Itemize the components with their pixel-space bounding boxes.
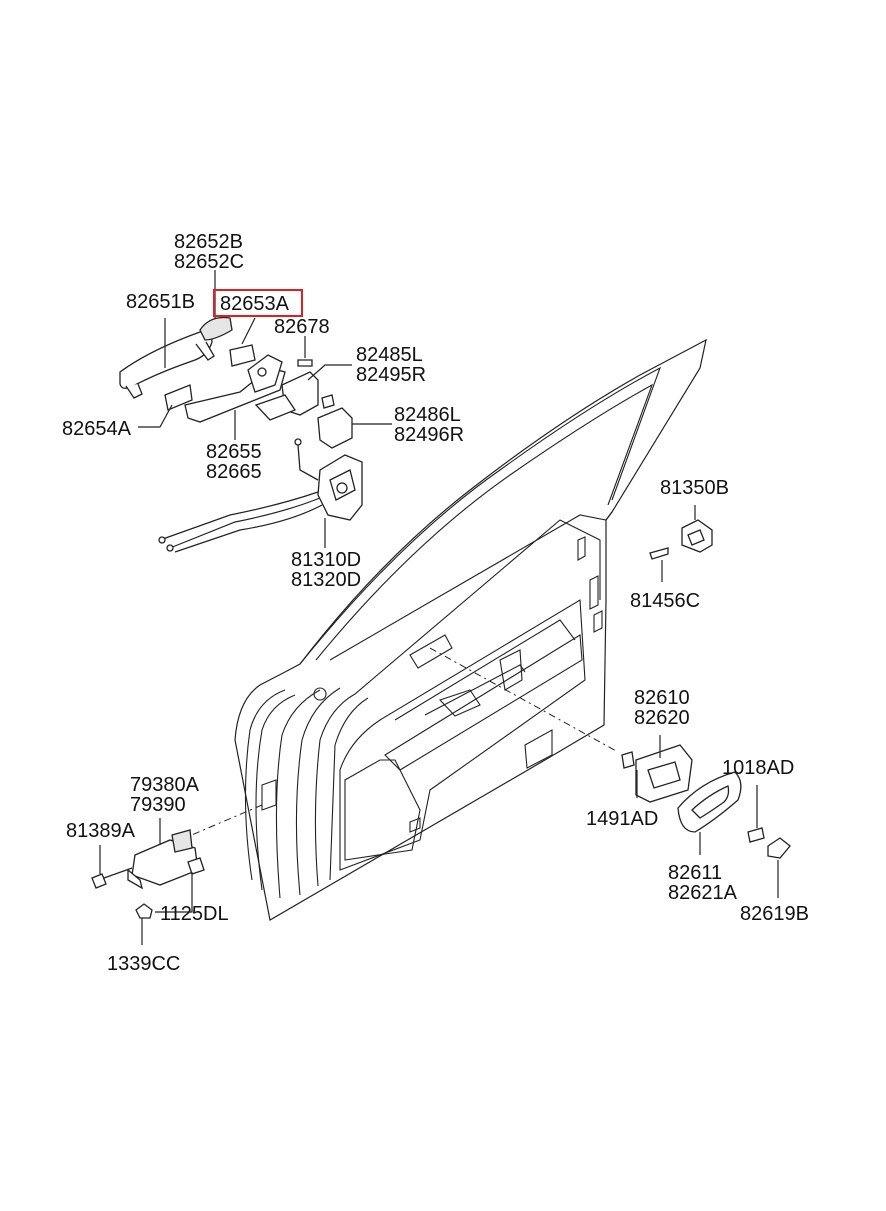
- highlight-box: [213, 289, 303, 317]
- inside-handle-assembly: [621, 744, 791, 859]
- label-81350b: 81350B: [660, 477, 729, 499]
- part-labels: 82652B 82652C 82651B 82653A 82678 82485L…: [62, 231, 809, 975]
- label-81310d: 81310D: [291, 549, 361, 571]
- label-81456c: 81456C: [630, 590, 700, 612]
- label-82652c: 82652C: [174, 251, 244, 273]
- label-82611: 82611: [668, 862, 722, 884]
- leader-lines: [99, 270, 779, 945]
- door-latch-assembly: [158, 438, 363, 553]
- label-81389a: 81389A: [66, 820, 136, 842]
- label-79390: 79390: [130, 794, 186, 816]
- label-82655: 82655: [206, 441, 262, 463]
- label-82651b: 82651B: [126, 291, 195, 313]
- label-81320d: 81320D: [291, 569, 361, 591]
- label-82620: 82620: [634, 707, 690, 729]
- explosion-lines: [179, 647, 619, 841]
- label-82619b: 82619B: [740, 903, 809, 925]
- label-1491ad: 1491AD: [586, 808, 658, 830]
- label-82610: 82610: [634, 687, 690, 709]
- label-79380a: 79380A: [130, 774, 200, 796]
- label-1125dl: 1125DL: [160, 903, 229, 925]
- front-door-panel: [234, 338, 707, 921]
- striker-assembly: [649, 519, 713, 560]
- label-82652b: 82652B: [174, 231, 243, 253]
- label-82486l: 82486L: [394, 404, 461, 426]
- label-82665: 82665: [206, 461, 262, 483]
- label-82621a: 82621A: [668, 882, 738, 904]
- outside-handle-assembly: [119, 316, 353, 449]
- label-1018ad: 1018AD: [722, 757, 794, 779]
- label-82496r: 82496R: [394, 424, 464, 446]
- label-82653a[interactable]: 82653A: [220, 293, 290, 315]
- label-82678: 82678: [274, 316, 330, 338]
- label-82495r: 82495R: [356, 364, 426, 386]
- door-checker-assembly: [91, 829, 205, 919]
- label-1339cc: 1339CC: [107, 953, 180, 975]
- label-82654a: 82654A: [62, 418, 132, 440]
- label-82485l: 82485L: [356, 344, 423, 366]
